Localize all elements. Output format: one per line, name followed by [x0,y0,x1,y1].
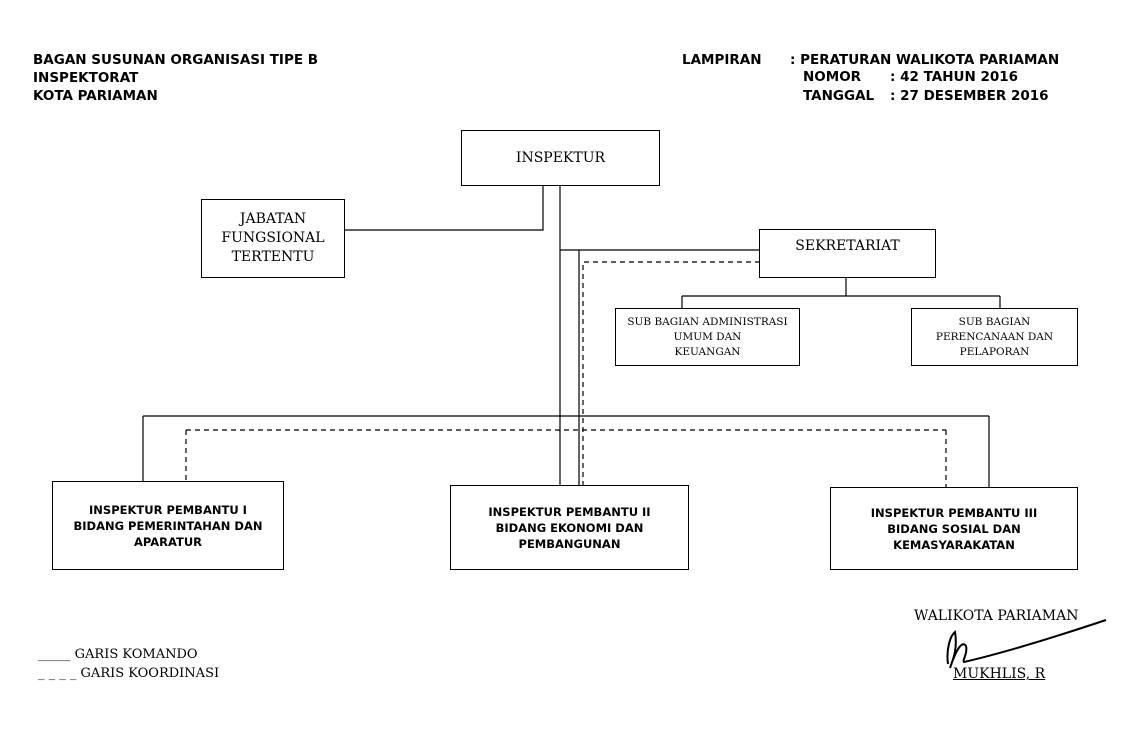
sub-admin-line-3: KEUANGAN [674,345,741,358]
box-inspektur-pembantu-1: INSPEKTUR PEMBANTU I BIDANG PEMERINTAHAN… [52,481,284,570]
box-inspektur-pembantu-2: INSPEKTUR PEMBANTU II BIDANG EKONOMI DAN… [450,485,689,570]
irban2-line-3: PEMBANGUNAN [518,536,621,551]
signature-title: WALIKOTA PARIAMAN [914,608,1079,624]
sub-admin-line-1: SUB BAGIAN ADMINISTRASI [627,315,788,328]
box-inspektur-pembantu-3: INSPEKTUR PEMBANTU III BIDANG SOSIAL DAN… [830,487,1078,570]
inspektur-label: INSPEKTUR [515,150,606,166]
legend-dashed-line-marker: _ _ _ _ [38,666,77,681]
nomor-value: : 42 TAHUN 2016 [890,69,1019,85]
lampiran-value: : PERATURAN WALIKOTA PARIAMAN [790,52,1060,68]
title-line-1: BAGAN SUSUNAN ORGANISASI TIPE B [33,52,319,68]
line-inspektur-jabatan [345,185,544,231]
legend-komando: _____ GARIS KOMANDO [38,647,198,662]
coordination-lines [185,261,947,487]
box-jabatan-fungsional: JABATAN FUNGSIONAL TERTENTU [201,199,345,278]
title-line-3: KOTA PARIAMAN [33,88,158,104]
irban3-line-1: INSPEKTUR PEMBANTU III [870,505,1038,520]
command-lines [142,185,1001,487]
irban1-line-1: INSPEKTUR PEMBANTU I [89,502,247,517]
tanggal-label: TANGGAL [803,88,875,104]
signature-name: MUKHLIS, R [953,666,1046,682]
box-inspektur: INSPEKTUR [461,130,660,186]
sub-perencanaan-line-3: PELAPORAN [959,345,1030,358]
jabatan-line-3: TERTENTU [231,249,315,265]
irban3-line-2: BIDANG SOSIAL DAN [887,521,1021,536]
legend-komando-label: GARIS KOMANDO [74,647,198,662]
irban3-line-3: KEMASYARAKATAN [893,537,1015,552]
irban2-line-1: INSPEKTUR PEMBANTU II [488,504,651,519]
jabatan-line-1: JABATAN [239,211,307,227]
nomor-label: NOMOR [803,69,862,85]
tanggal-value: : 27 DESEMBER 2016 [890,88,1049,104]
dash-sekretariat-trunk [582,261,760,485]
jabatan-line-2: FUNGSIONAL [221,230,325,246]
irban1-line-2: BIDANG PEMERINTAHAN DAN [73,518,263,533]
box-sub-bagian-administrasi: SUB BAGIAN ADMINISTRASI UMUM DAN KEUANGA… [615,308,800,366]
legend-solid-line-marker: _____ [38,647,71,662]
sub-admin-line-2: UMUM DAN [673,330,742,343]
legend-koordinasi-label: GARIS KOORDINASI [80,666,220,681]
sub-perencanaan-line-2: PERENCANAAN DAN [935,330,1054,343]
irban2-line-2: BIDANG EKONOMI DAN [495,520,644,535]
lampiran-label: LAMPIRAN [682,52,762,68]
sub-perencanaan-line-1: SUB BAGIAN [958,315,1031,328]
irban1-line-3: APARATUR [133,534,203,549]
document-title-block: BAGAN SUSUNAN ORGANISASI TIPE B INSPEKTO… [33,51,318,105]
legend-koordinasi: _ _ _ _ GARIS KOORDINASI [38,666,219,681]
signature-scribble [946,619,1107,669]
sekretariat-label: SEKRETARIAT [795,238,900,254]
box-sub-bagian-perencanaan: SUB BAGIAN PERENCANAAN DAN PELAPORAN [911,308,1078,366]
box-sekretariat: SEKRETARIAT [759,229,936,278]
title-line-2: INSPEKTORAT [33,70,139,86]
